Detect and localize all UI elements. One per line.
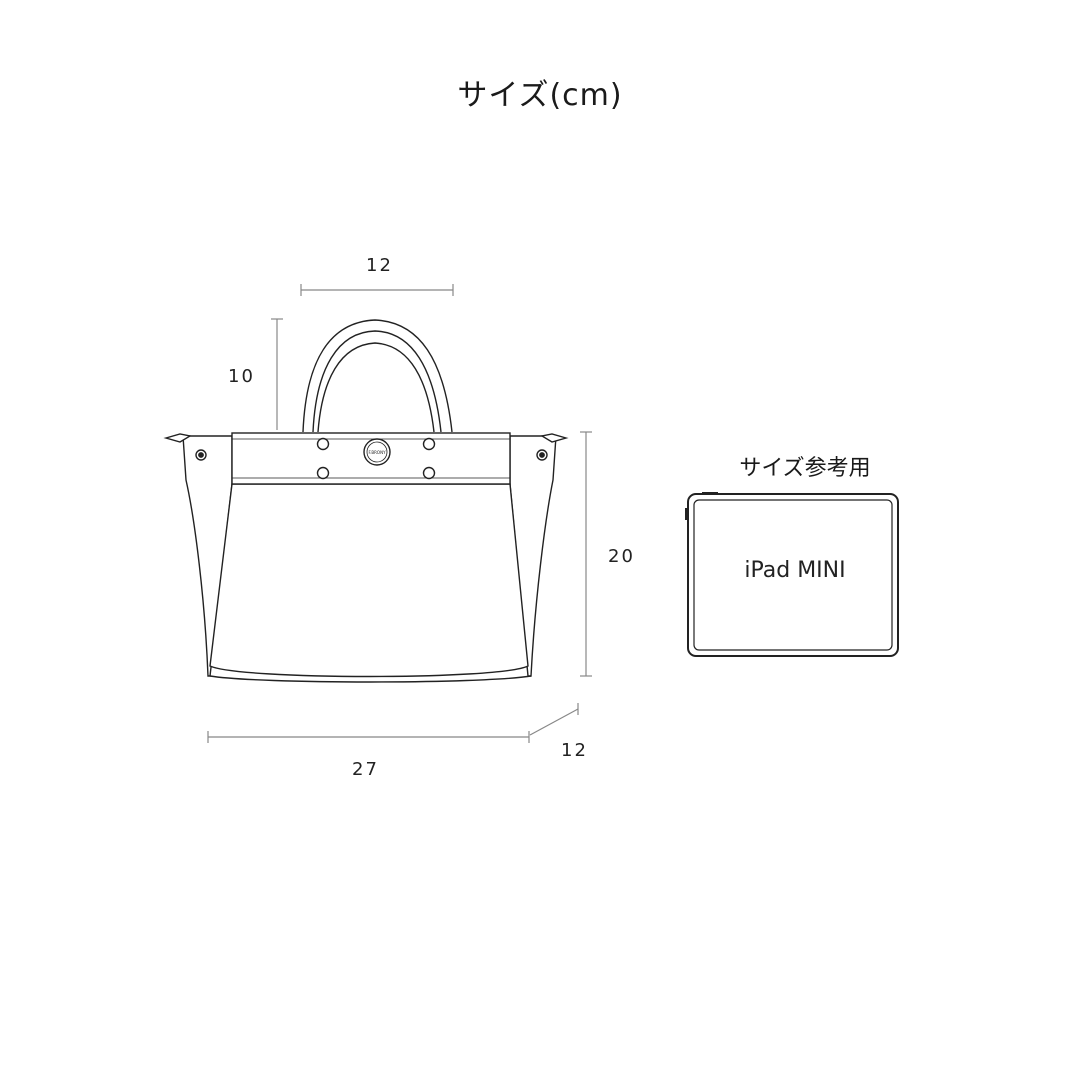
handle-width-label: 12 [366,255,393,276]
ipad-mini-outline [685,492,899,657]
reference-title: サイズ参考用 [739,456,871,481]
tote-bag [163,319,569,683]
dimension-lines [207,284,592,743]
body-width-label: 27 [352,759,379,780]
bag-logo-text: F.BRONY [368,450,386,455]
page-title: サイズ(cm) [457,78,623,113]
body-height-label: 20 [608,546,635,567]
handle-height-label: 10 [228,366,255,387]
depth-label: 12 [561,740,588,761]
ipad-label: iPad MINI [744,558,846,583]
